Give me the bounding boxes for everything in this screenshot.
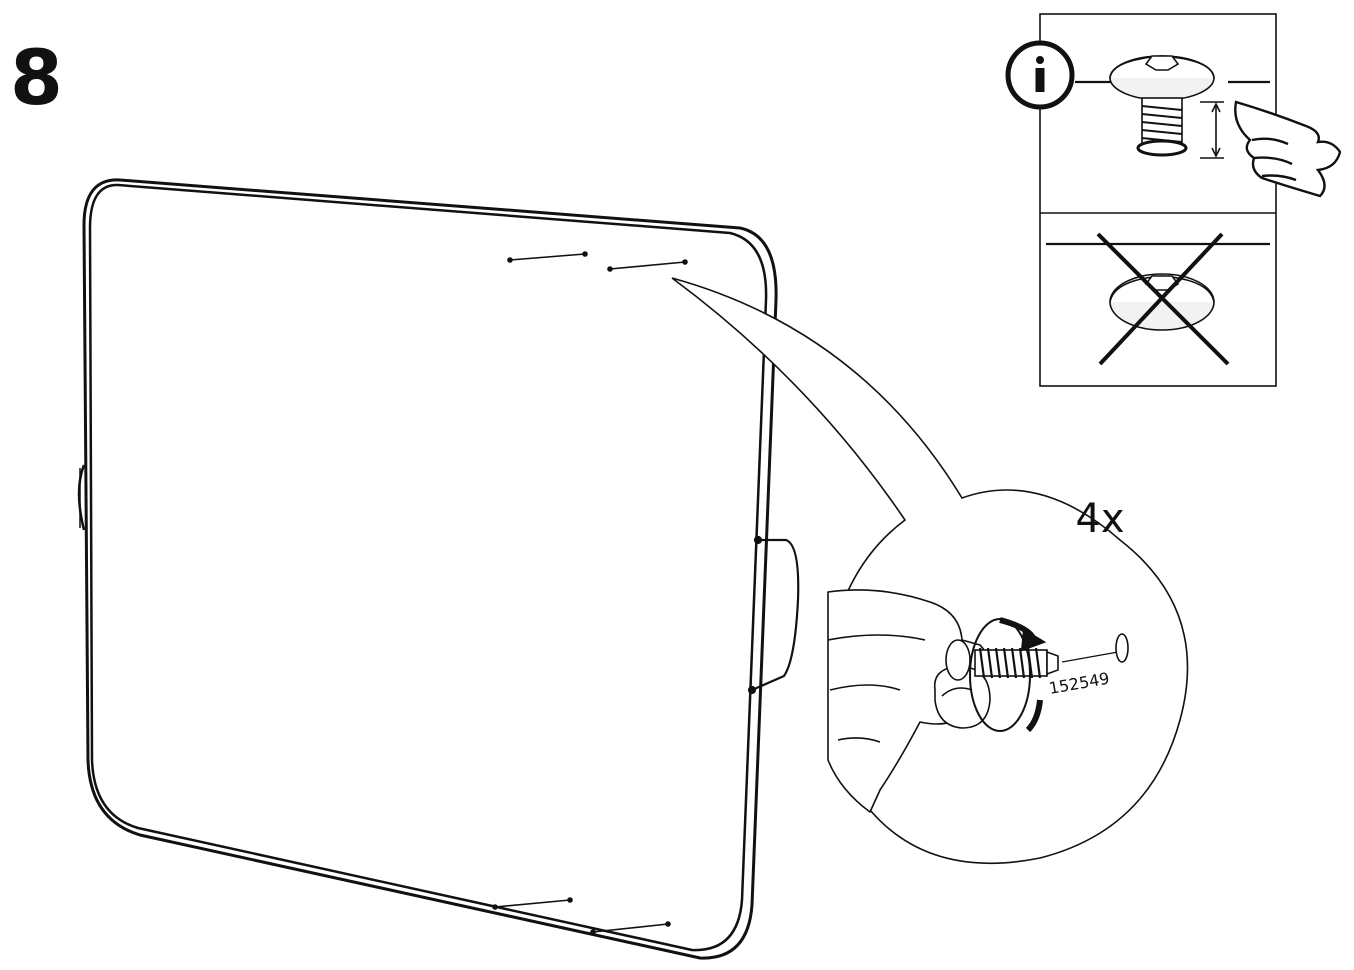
crossed-out-screw-icon bbox=[1046, 232, 1270, 366]
quantity-label: 4x bbox=[1075, 496, 1124, 542]
screw-icon bbox=[945, 633, 1129, 681]
step-number: 8 bbox=[10, 33, 63, 122]
hanging-wire bbox=[747, 535, 800, 695]
info-panel bbox=[1005, 13, 1342, 387]
pointing-hand-icon bbox=[1234, 100, 1342, 198]
mirror-panel bbox=[77, 178, 778, 960]
detail-callout bbox=[671, 277, 1189, 865]
rotate-arrow-icon bbox=[969, 617, 1047, 733]
screw-gap-icon bbox=[1075, 55, 1342, 198]
info-icon bbox=[1005, 40, 1075, 110]
bracket-marks bbox=[492, 251, 688, 935]
